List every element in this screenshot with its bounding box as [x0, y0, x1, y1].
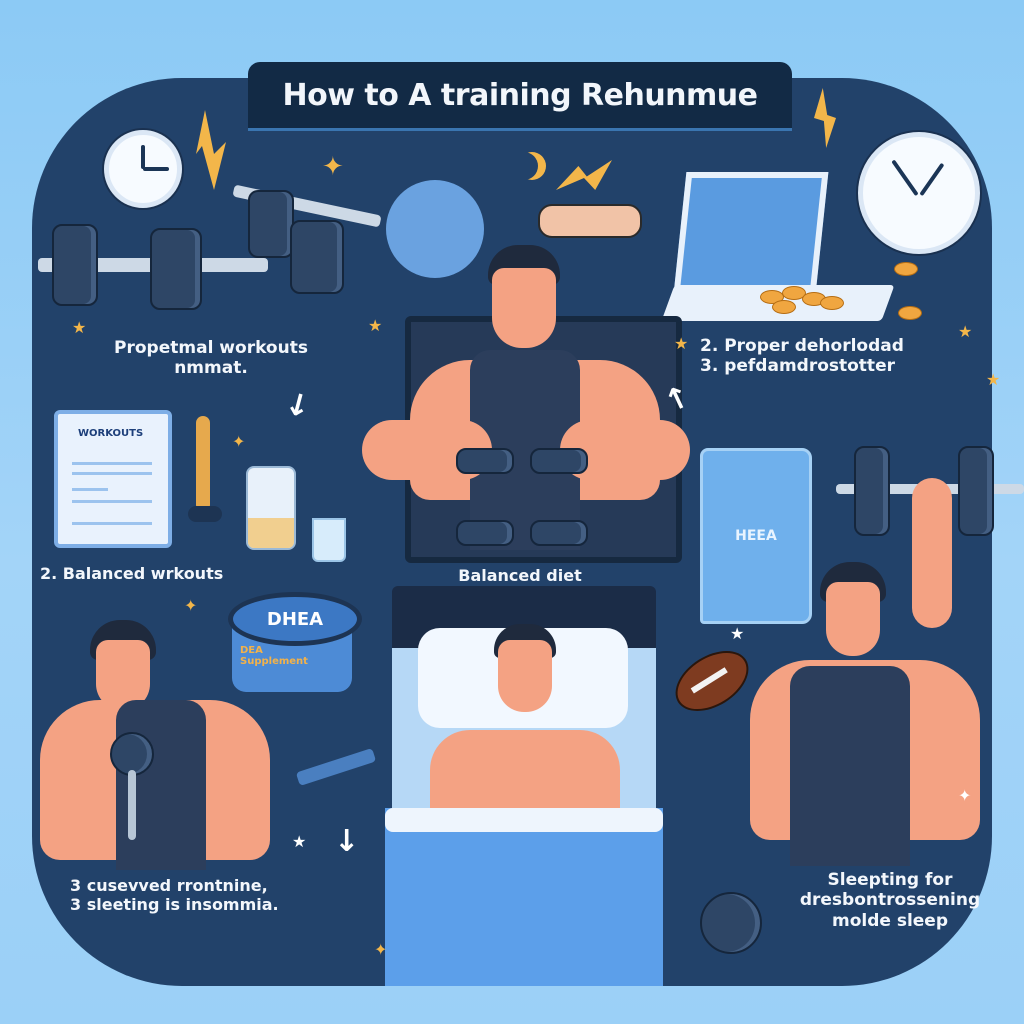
arrow-down-icon: ↓	[334, 824, 360, 859]
weight-plate-icon	[700, 892, 762, 954]
label-balanced-diet: Balanced diet	[458, 566, 582, 585]
label-balanced-workouts: 2. Balanced wrkouts	[40, 564, 224, 583]
clipboard-icon: WORKOUTS	[54, 410, 172, 548]
star-icon: ★	[674, 334, 689, 353]
star-icon: ★	[72, 318, 87, 337]
star-icon: ★	[368, 316, 383, 335]
label-sleep: Sleepting for dresbontrossening molde sl…	[799, 870, 981, 931]
star-icon: ★	[986, 370, 1001, 389]
star-icon: ★	[292, 832, 307, 851]
wall-clock-icon	[386, 180, 484, 278]
star-icon: ✦	[322, 152, 344, 182]
star-icon: ★	[958, 322, 973, 341]
star-icon: ★	[730, 624, 745, 643]
star-icon: ✦	[184, 596, 198, 615]
banner-icon: HEEA	[700, 448, 812, 624]
blanket	[385, 808, 663, 986]
label-workouts: Propetmal workouts nmmat.	[114, 338, 308, 379]
star-icon: ✦	[232, 432, 246, 451]
supplement-tube-icon	[538, 204, 642, 238]
grip-tool-icon	[196, 416, 210, 512]
title-banner: How to A training Rehunmue	[248, 62, 792, 131]
star-icon: ✦	[374, 940, 388, 959]
grip-base	[188, 506, 222, 522]
laptop-icon	[673, 172, 829, 294]
label-proper: 2. Proper dehorlodad 3. pefdamdrostotter	[700, 336, 904, 377]
star-icon: ✦	[958, 786, 972, 805]
moon-icon	[510, 152, 538, 180]
page-title: How to A training Rehunmue	[282, 77, 759, 113]
jar-lid: DHEA	[228, 592, 362, 646]
label-insomnia: 3 cusevved rrontnine, 3 sleeting is inso…	[70, 876, 279, 915]
alarm-clock-icon	[104, 130, 182, 208]
alarm-clock-icon	[858, 132, 980, 254]
glass-icon	[312, 518, 346, 562]
bottle-icon	[246, 466, 296, 550]
